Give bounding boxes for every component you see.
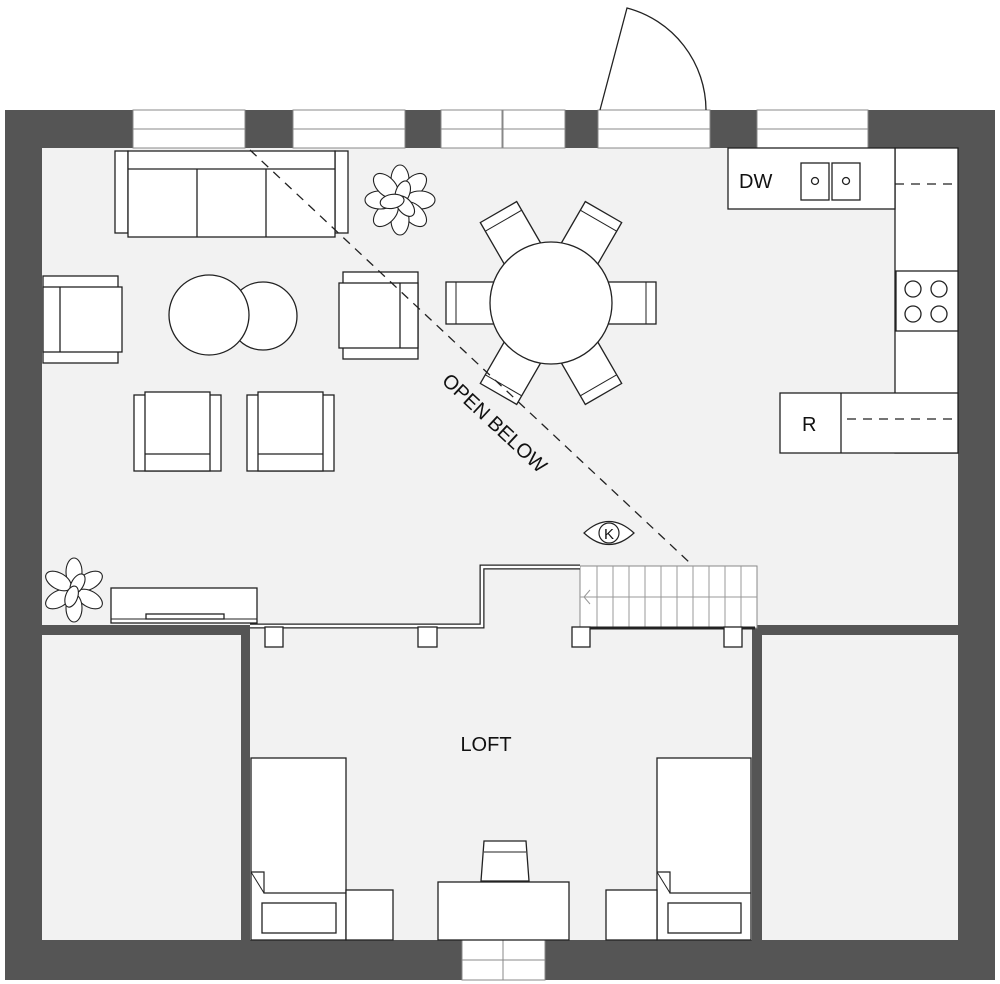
dishwasher-label: DW xyxy=(739,171,772,193)
armchair xyxy=(133,391,222,472)
bed-left xyxy=(250,757,347,941)
entry-door[interactable] xyxy=(597,7,711,149)
staircase[interactable] xyxy=(579,565,758,629)
nightstand xyxy=(605,889,658,941)
railing xyxy=(250,564,755,648)
tv-console xyxy=(110,587,258,624)
fireplace-label: K xyxy=(604,526,614,543)
sofa xyxy=(114,150,349,238)
dining-table xyxy=(489,241,613,365)
fireplace-icon: K xyxy=(583,520,635,546)
loft-label: LOFT xyxy=(460,734,511,756)
nightstand xyxy=(345,889,394,941)
bed-right xyxy=(656,757,752,941)
armchair xyxy=(42,275,123,364)
refrigerator-label: R xyxy=(802,414,816,436)
desk xyxy=(437,840,570,941)
armchair xyxy=(246,391,335,472)
sink xyxy=(800,162,861,201)
plant-icon xyxy=(45,557,103,623)
dining-set xyxy=(445,200,657,406)
armchair xyxy=(338,271,419,360)
open-below-line xyxy=(249,149,756,625)
stove xyxy=(895,270,959,332)
kitchen: DW R xyxy=(727,147,959,454)
plant-icon xyxy=(364,164,436,236)
coffee-table xyxy=(168,274,250,356)
windows xyxy=(132,109,869,981)
